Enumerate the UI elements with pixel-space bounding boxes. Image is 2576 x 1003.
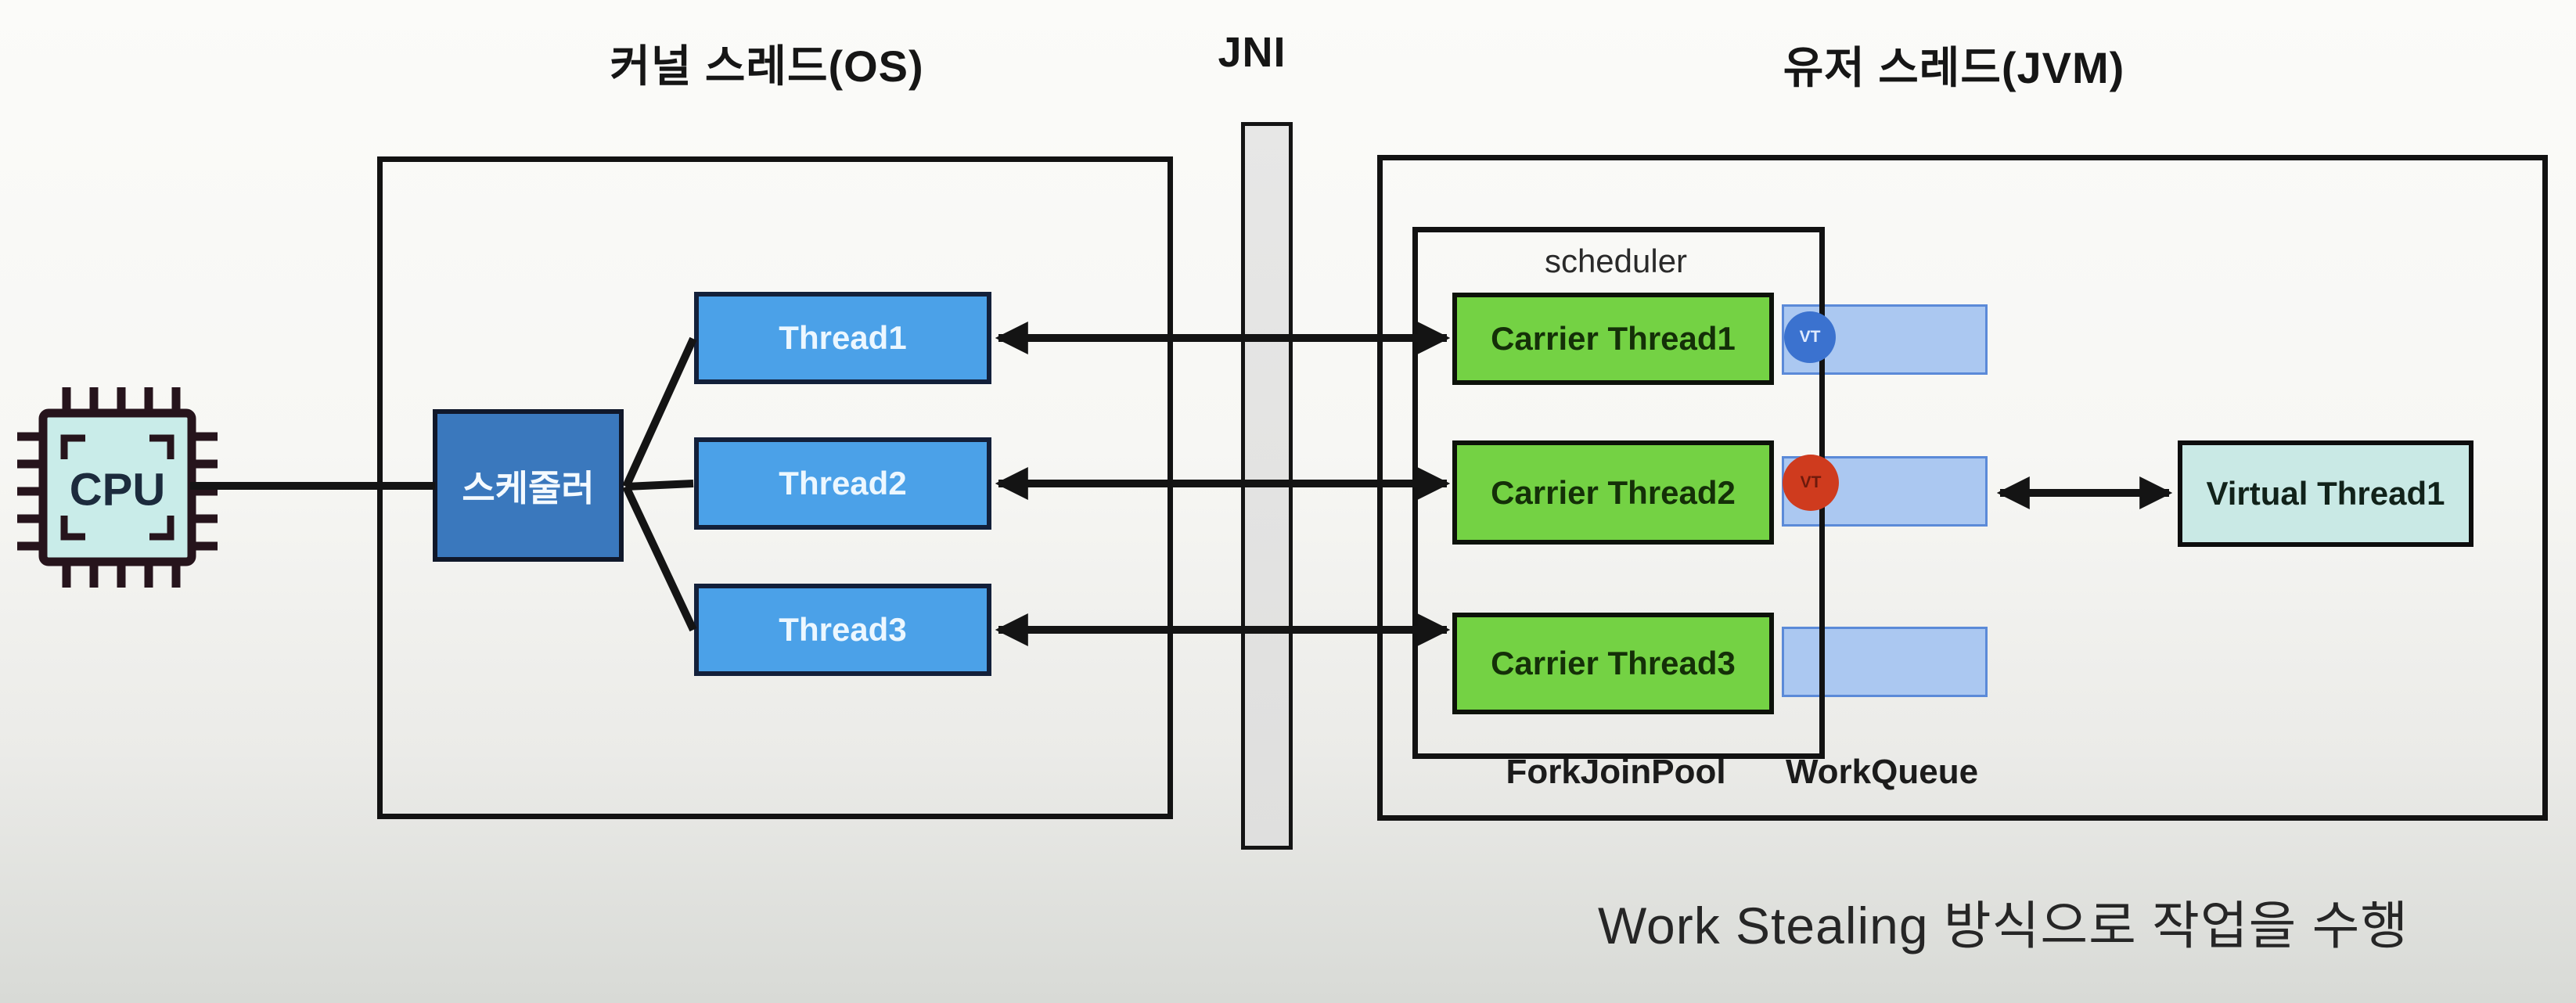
vt-badge-blue: VT — [1784, 311, 1836, 363]
os-scheduler-box: 스케줄러 — [433, 409, 624, 562]
thread2-box: Thread2 — [694, 437, 991, 530]
work-queue-3 — [1782, 627, 1988, 697]
forkjoinpool-label: ForkJoinPool — [1506, 753, 1726, 791]
work-stealing-caption: Work Stealing 방식으로 작업을 수행 — [1597, 897, 2409, 954]
user-threads-heading: 유저 스레드(JVM) — [1783, 43, 2125, 92]
carrier-thread3-box: Carrier Thread3 — [1452, 613, 1774, 714]
carrier-thread2-box: Carrier Thread2 — [1452, 440, 1774, 545]
carrier-thread1-box: Carrier Thread1 — [1452, 293, 1774, 385]
thread1-box: Thread1 — [694, 292, 991, 384]
virtual-thread1-box: Virtual Thread1 — [2178, 440, 2473, 547]
jni-bar — [1241, 122, 1293, 850]
kernel-threads-heading: 커널 스레드(OS) — [610, 41, 924, 91]
jni-heading: JNI — [1218, 29, 1286, 76]
scheduler-caption: scheduler — [1544, 243, 1688, 279]
workqueue-label: WorkQueue — [1785, 753, 1979, 791]
cpu-chip-icon: CPU — [17, 387, 218, 588]
cpu-label: CPU — [70, 465, 165, 516]
vt-badge-red: VT — [1783, 455, 1839, 511]
thread3-box: Thread3 — [694, 584, 991, 676]
